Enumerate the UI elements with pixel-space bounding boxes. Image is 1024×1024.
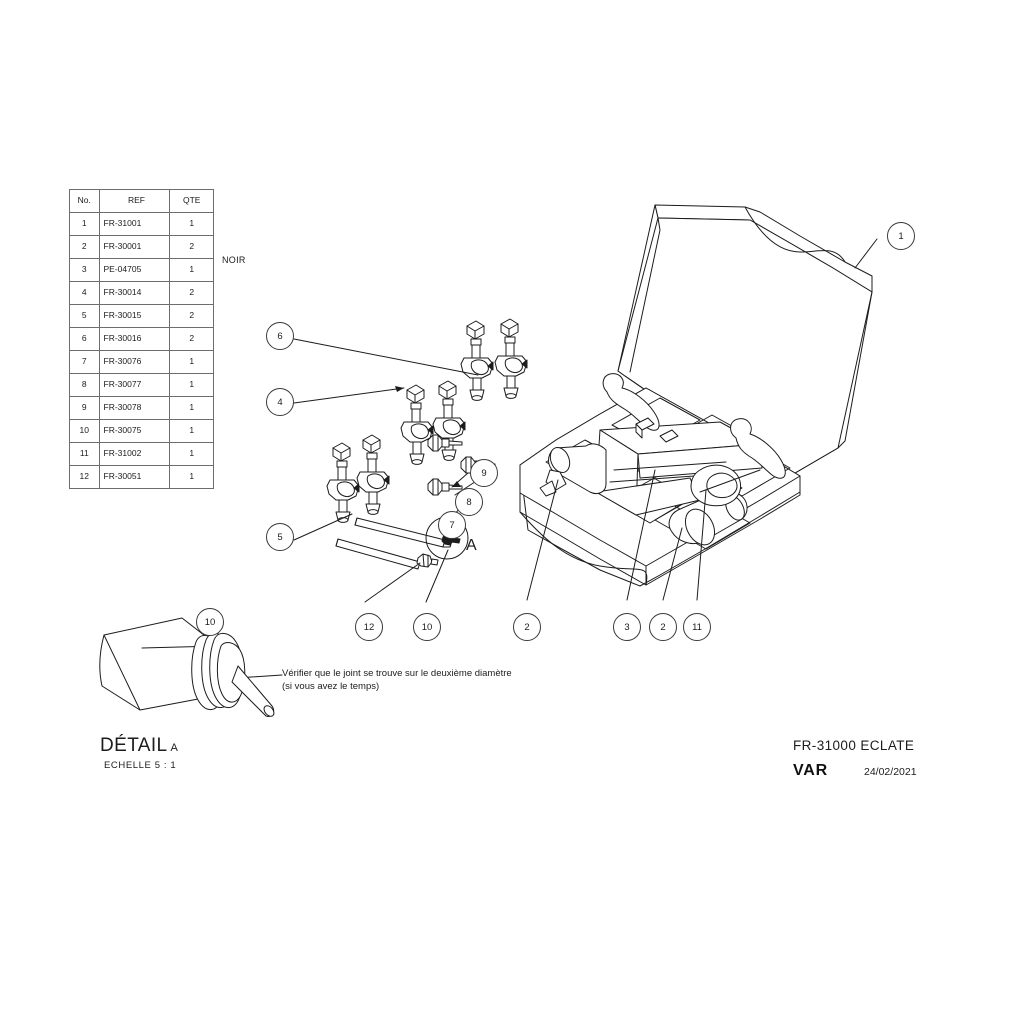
cell-no: 12 (69, 465, 100, 489)
table-header-row: No. REF QTE (69, 189, 214, 213)
cell-ref: FR-30078 (98, 396, 171, 420)
detail-view-title-text: DÉTAIL (100, 735, 168, 756)
balloon-callout-4: 4 (266, 388, 294, 416)
balloon-callout-8: 8 (455, 488, 483, 516)
balloon-callout-2: 2 (649, 613, 677, 641)
balloon-callout-12: 12 (355, 613, 383, 641)
cell-qte: 1 (169, 419, 214, 443)
cell-qte: 2 (169, 327, 214, 351)
cell-no: 3 (69, 258, 100, 282)
cell-qte: 1 (169, 258, 214, 282)
cell-qte: 1 (169, 442, 214, 466)
cell-qte: 2 (169, 281, 214, 305)
detail-shaft (99, 617, 275, 717)
cell-ref: FR-30015 (98, 304, 171, 328)
balloon-callout-3: 3 (613, 613, 641, 641)
cell-no: 7 (69, 350, 100, 374)
cell-qte: 1 (169, 465, 214, 489)
clamp-pair-5 (326, 434, 390, 523)
balloon-callout-1: 1 (887, 222, 915, 250)
cell-ref: FR-30016 (98, 327, 171, 351)
clamp-pair-4 (400, 380, 466, 465)
cell-qte: 2 (169, 304, 214, 328)
cell-no: 4 (69, 281, 100, 305)
column-header-no: No. (69, 189, 100, 213)
case-contents (539, 373, 786, 546)
cell-no: 11 (69, 442, 100, 466)
balloon-callout-10: 10 (196, 608, 224, 636)
cell-qte: 2 (169, 235, 214, 259)
cell-ref: FR-30076 (98, 350, 171, 374)
clamp-pair-6 (460, 318, 528, 401)
balloon-callout-5: 5 (266, 523, 294, 551)
cell-no: 6 (69, 327, 100, 351)
cell-ref: FR-30051 (98, 465, 171, 489)
column-header-qte: QTE (169, 189, 214, 213)
balloon-callout-11: 11 (683, 613, 711, 641)
detail-view-letter: A (170, 742, 179, 754)
cell-ref: FR-31002 (98, 442, 171, 466)
cell-ref: FR-30001 (98, 235, 171, 259)
cell-ref: FR-30075 (98, 419, 171, 443)
cell-ref: FR-30014 (98, 281, 171, 305)
cell-no: 1 (69, 212, 100, 236)
cell-ref: PE-04705 (98, 258, 171, 282)
detail-view-scale: ECHELLE 5 : 1 (104, 760, 177, 771)
balloon-callout-6: 6 (266, 322, 294, 350)
balloon-callout-2: 2 (513, 613, 541, 641)
cell-ref: FR-31001 (98, 212, 171, 236)
cell-no: 10 (69, 419, 100, 443)
drawing-author: VAR (793, 762, 828, 779)
noir-annotation: NOIR (222, 255, 246, 265)
balloon-callout-9: 9 (470, 459, 498, 487)
drawing-title: FR-31000 ECLATE (793, 738, 915, 753)
cell-no: 9 (69, 396, 100, 420)
drawing-date: 24/02/2021 (864, 766, 917, 778)
cell-no: 5 (69, 304, 100, 328)
cell-no: 8 (69, 373, 100, 397)
column-header-ref: REF (98, 189, 171, 213)
assembly-note: Vérifier que le joint se trouve sur le d… (282, 668, 512, 692)
long-rods (335, 516, 469, 570)
cell-qte: 1 (169, 350, 214, 374)
balloon-callout-10: 10 (413, 613, 441, 641)
leader-lines-case (526, 238, 878, 601)
cell-ref: FR-30077 (98, 373, 171, 397)
cell-qte: 1 (169, 212, 214, 236)
cell-qte: 1 (169, 396, 214, 420)
cell-no: 2 (69, 235, 100, 259)
balloon-callout-7: 7 (438, 511, 466, 539)
detail-marker-a: A (466, 537, 477, 554)
cell-qte: 1 (169, 373, 214, 397)
